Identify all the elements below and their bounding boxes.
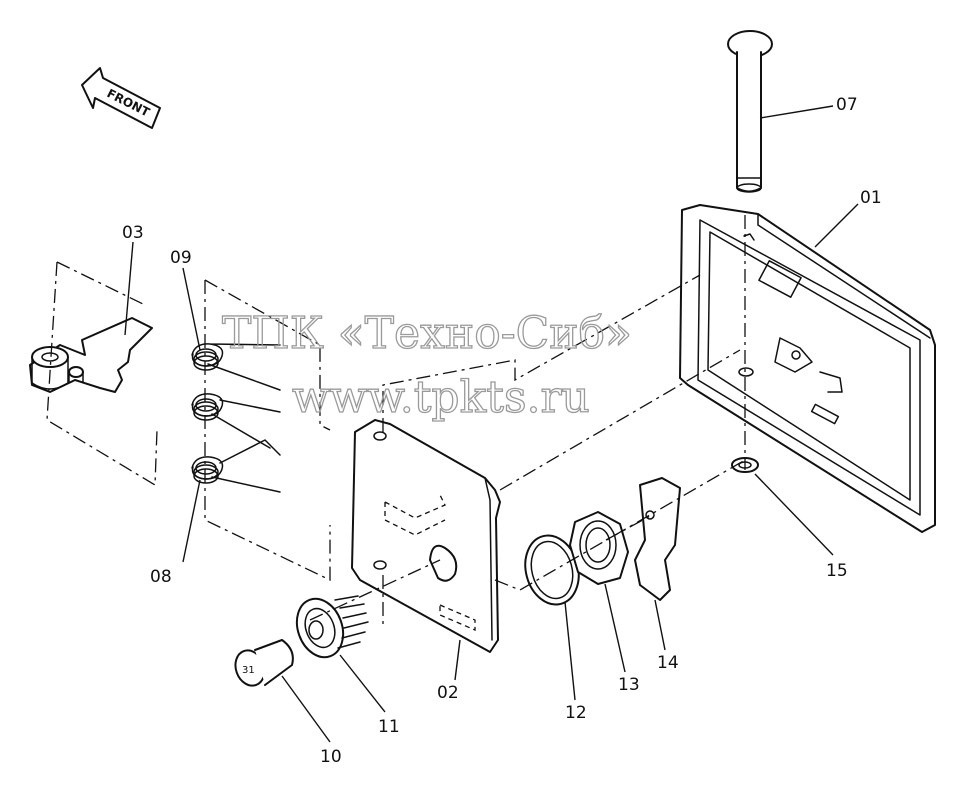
callout-03: 03 xyxy=(122,223,144,243)
callout-14: 14 xyxy=(657,653,679,673)
callout-02: 02 xyxy=(437,683,459,703)
lock-cylinder-10: 31 xyxy=(234,639,294,687)
callout-01: 01 xyxy=(860,188,882,208)
front-arrow: FRONT xyxy=(81,67,161,129)
pin-07 xyxy=(727,30,773,193)
springs-08-09 xyxy=(191,343,281,493)
watermark: ТПК «Техно-Сиб» www.tpkts.ru xyxy=(221,307,632,423)
svg-text:31: 31 xyxy=(242,665,255,676)
housing-plate-02 xyxy=(351,419,501,653)
frame-01 xyxy=(679,204,936,533)
bushing-11 xyxy=(295,595,369,659)
lever-03 xyxy=(29,317,153,393)
callout-10: 10 xyxy=(320,747,342,767)
callout-11: 11 xyxy=(378,717,400,737)
callout-12: 12 xyxy=(565,703,587,723)
callout-labels: 07 01 03 09 08 10 11 02 12 13 14 15 xyxy=(122,95,882,767)
callout-13: 13 xyxy=(618,675,640,695)
callout-15: 15 xyxy=(826,561,848,581)
cam-14 xyxy=(634,477,681,601)
assembly-lines xyxy=(46,215,746,628)
watermark-line1: ТПК «Техно-Сиб» xyxy=(222,308,632,359)
callout-09: 09 xyxy=(170,248,192,268)
hex-nut-13 xyxy=(569,511,629,585)
watermark-line2: www.tpkts.ru xyxy=(292,372,590,423)
callout-08: 08 xyxy=(150,567,172,587)
leader-lines xyxy=(124,105,859,743)
callout-07: 07 xyxy=(836,95,858,115)
